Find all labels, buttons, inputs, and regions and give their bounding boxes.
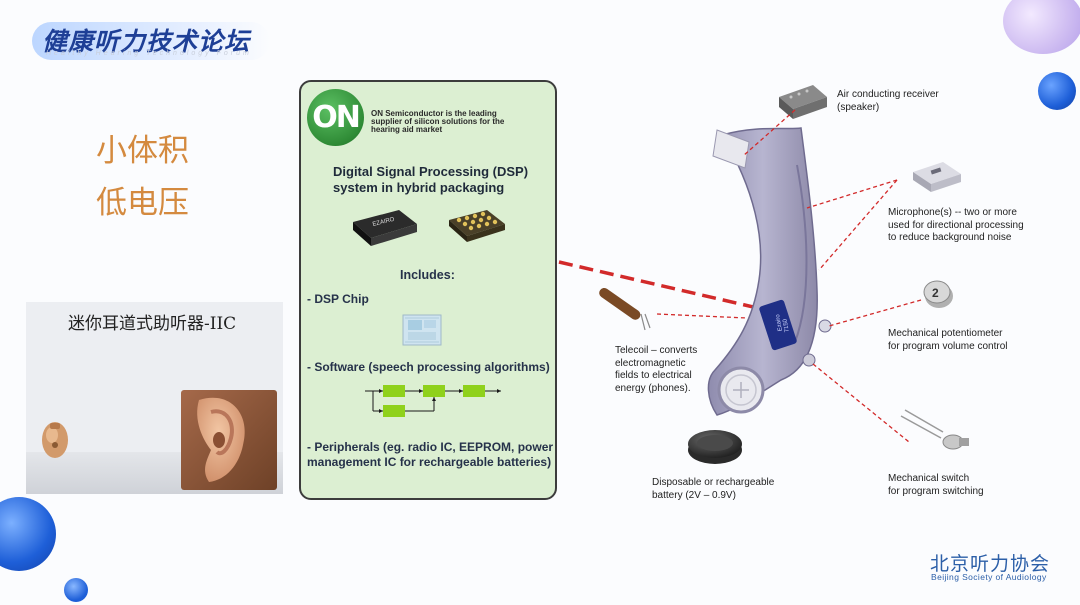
battery-label-line-1: Disposable or rechargeable: [652, 477, 775, 488]
battery-label-line-2: battery (2V – 0.9V): [652, 489, 736, 501]
hearing-aid-body: Ezairo 7150: [707, 127, 832, 416]
switch-label-line-2: for program switching: [888, 485, 984, 497]
footer-organization-cn: 北京听力协会: [930, 553, 1051, 575]
hearing-aid-chip-marking-2: 7150: [782, 318, 790, 333]
forum-logo-title: 健康听力技术论坛: [42, 27, 251, 56]
dsp-title-line-1: Digital Signal Processing (DSP): [333, 164, 529, 179]
peripherals-item-line-2: management IC for rechargeable batteries…: [307, 455, 552, 469]
receiver-label-line-2: (speaker): [837, 101, 880, 113]
potentiometer-component-image: 2: [923, 280, 953, 308]
dsp-chip-item: - DSP Chip: [307, 292, 369, 306]
switch-component-image: [900, 409, 969, 450]
telecoil-label-line-1: Telecoil – converts: [615, 345, 698, 356]
right-blue-sphere-decoration: [1038, 72, 1076, 110]
microphone-label-line-3: to reduce background noise: [888, 232, 1012, 243]
feature-low-voltage: 低电压: [96, 185, 189, 221]
on-intro-line-1: ON Semiconductor is the leading: [371, 109, 497, 118]
logo-blob-decoration: [32, 22, 270, 60]
dsp-hybrid-package-image: EZAIRO: [353, 210, 417, 246]
bottom-left-blue-sphere-decoration: [0, 497, 56, 571]
telecoil-label-line-2: electromagnetic: [615, 357, 686, 369]
ear-photo: [181, 390, 277, 490]
receiver-label-line-1: Air conducting receiver: [837, 89, 939, 100]
feature-small-size: 小体积: [96, 133, 189, 169]
receiver-component-image: [779, 85, 827, 119]
forum-logo-subtitle: Healthy Hearing Technology Forum: [46, 50, 252, 57]
telecoil-component-image: [599, 287, 651, 331]
battery-component-image: [688, 430, 742, 464]
microphone-label-line-1: Microphone(s) -- two or more: [888, 207, 1017, 218]
dsp-title-line-2: system in hybrid packaging: [333, 180, 505, 195]
potentiometer-knob-label: 2: [932, 286, 939, 300]
iic-panel-label: 迷你耳道式助听器-IIC: [68, 314, 237, 334]
footer-organization-en: Beijing Society of Audiology: [931, 572, 1047, 582]
dsp-die-image: [402, 314, 442, 346]
battery-label: Disposable or rechargeable battery (2V –…: [652, 477, 774, 502]
hearing-aid-chip-marking-1: Ezairo: [775, 313, 784, 331]
potentiometer-label-line-2: for program volume control: [888, 340, 1008, 352]
hearing-aid-exploded-diagram: Ezairo 7150 2: [558, 85, 969, 464]
on-intro-line-2: supplier of silicon solutions for the: [371, 117, 505, 126]
iic-hearing-aid-panel: 迷你耳道式助听器-IIC: [26, 302, 283, 494]
microphone-label-line-2: used for directional processing: [888, 219, 1024, 231]
telecoil-label-line-4: energy (phones).: [615, 382, 691, 394]
microphone-component-image: [913, 162, 961, 192]
dsp-pointer-line: [558, 260, 776, 314]
telecoil-label: Telecoil – converts electromagnetic fiel…: [615, 345, 697, 395]
peripherals-item-line-1: - Peripherals (eg. radio IC, EEPROM, pow…: [307, 440, 554, 454]
microphone-label: Microphone(s) -- two or more used for di…: [888, 207, 1024, 245]
software-block-diagram: [365, 385, 501, 417]
switch-label: Mechanical switch for program switching: [888, 473, 984, 498]
iic-device-image: [42, 422, 68, 458]
dsp-chip-bottom-image: [449, 210, 505, 242]
top-right-orb-decoration: [1003, 0, 1080, 54]
potentiometer-label: Mechanical potentiometer for program vol…: [888, 328, 1008, 353]
includes-heading: Includes:: [400, 268, 455, 282]
on-semiconductor-panel: ON ON Semiconductor is the leading suppl…: [299, 80, 557, 500]
receiver-label: Air conducting receiver (speaker): [837, 89, 939, 114]
bottom-left-small-sphere-decoration: [64, 578, 88, 602]
telecoil-label-line-3: fields to electrical: [615, 370, 692, 381]
dsp-package-marking: EZAIRO: [372, 217, 395, 228]
software-item: - Software (speech processing algorithms…: [307, 360, 550, 374]
on-intro-line-3: hearing aid market: [371, 125, 443, 134]
on-semiconductor-logo: ON: [307, 89, 364, 146]
callout-lines: [656, 109, 922, 443]
switch-label-line-1: Mechanical switch: [888, 473, 970, 484]
potentiometer-label-line-1: Mechanical potentiometer: [888, 328, 1003, 339]
